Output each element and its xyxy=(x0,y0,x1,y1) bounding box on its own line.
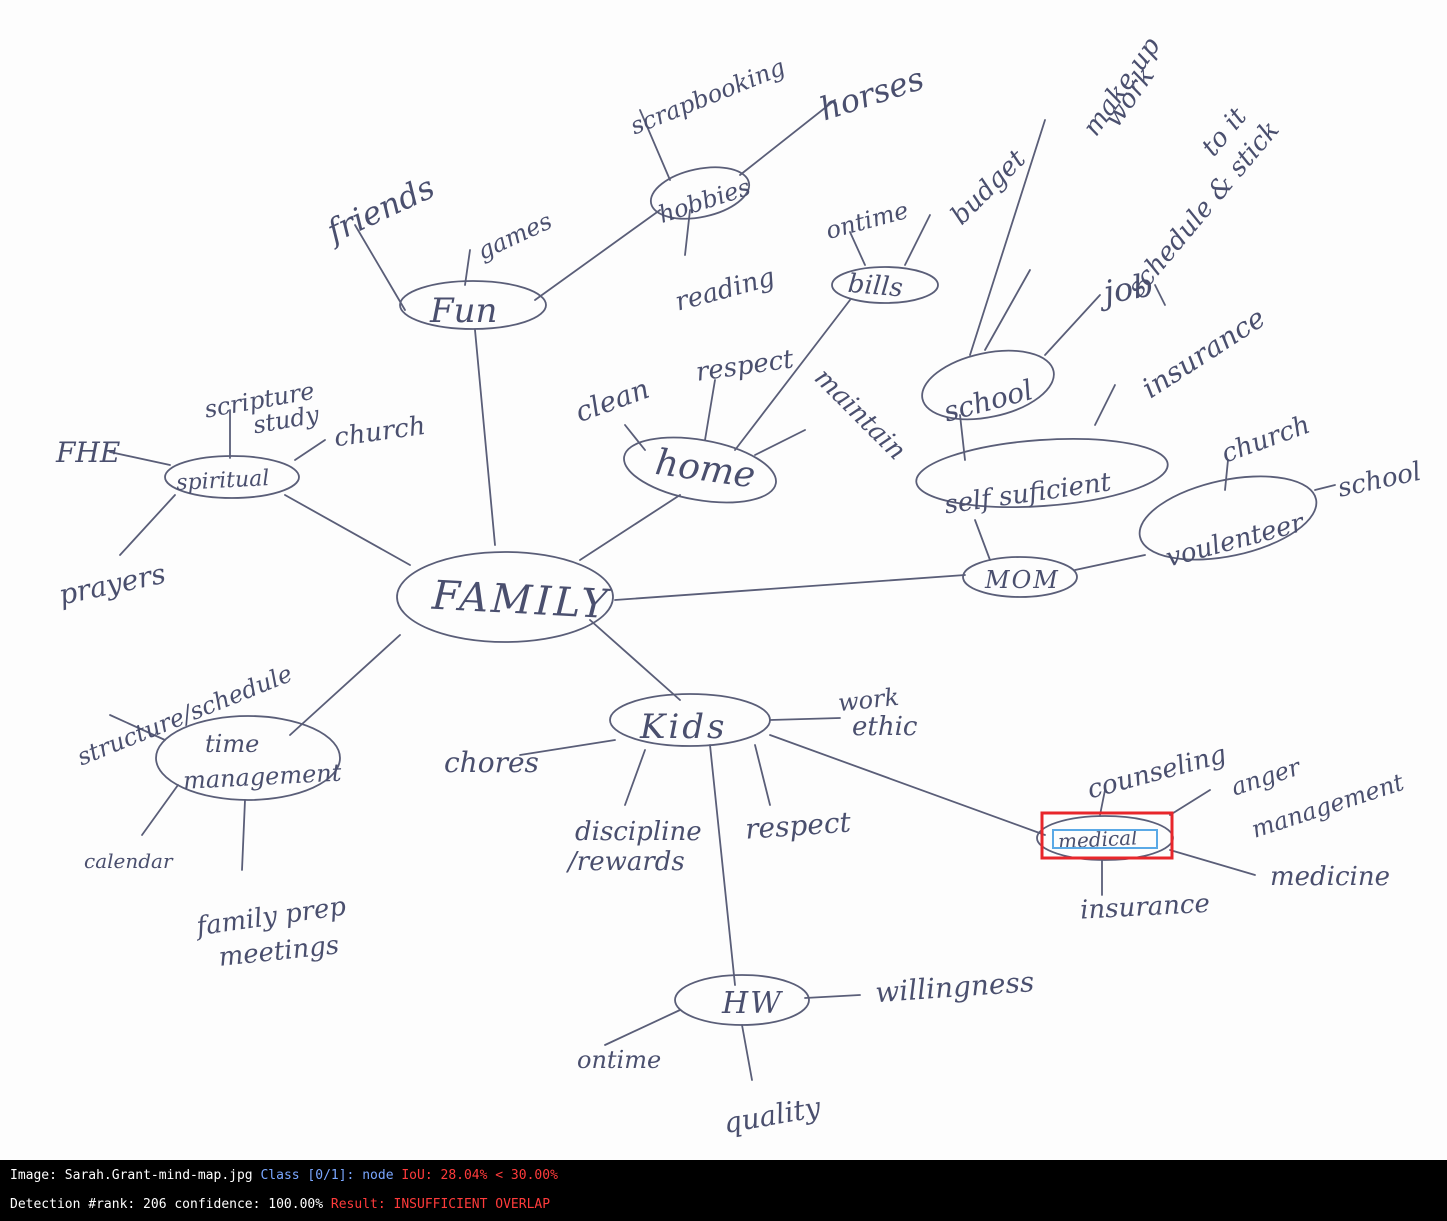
status-bar: Image: Sarah.Grant-mind-map.jpg Class [0… xyxy=(0,1160,1447,1221)
node-family-bubble xyxy=(396,551,614,643)
spiritual-item-fhe: FHE xyxy=(55,436,120,469)
bills-item-budget: budget xyxy=(945,144,1032,231)
node-family-label: FAMILY xyxy=(430,573,612,628)
kids-item-ethic: ethic xyxy=(852,712,918,742)
image-label: Image: xyxy=(10,1168,57,1183)
node-hobbies-bubble xyxy=(649,166,751,220)
self-sufficient-item-insurance: insurance xyxy=(1136,301,1271,405)
home-item-respect: respect xyxy=(694,344,796,387)
time-management-item-structure-schedule: structure/schedule xyxy=(73,659,296,771)
time-management-item-calendar: calendar xyxy=(84,849,174,873)
node-time-management-label-1: time xyxy=(205,730,259,758)
kids-item-work: work xyxy=(837,683,901,717)
class-label: Class [0/1]: xyxy=(260,1168,355,1183)
kids-item-rewards: /rewards xyxy=(565,847,685,877)
volunteer-item-school: school xyxy=(1335,457,1424,504)
node-kids-label: Kids xyxy=(639,707,728,747)
volunteer-item-church: church xyxy=(1218,410,1315,470)
node-self-sufficient-bubble xyxy=(915,438,1169,508)
status-line-detection: Detection #rank: 206 confidence: 100.00%… xyxy=(10,1197,550,1212)
prediction-box xyxy=(1052,829,1158,849)
medical-item-insurance: insurance xyxy=(1079,889,1210,926)
home-item-maintain: maintain xyxy=(808,363,911,466)
mind-map-drawing: FAMILY Fun friends games hobbies scrapbo… xyxy=(55,32,1424,1140)
spiritual-item-prayers: prayers xyxy=(56,557,169,612)
spiritual-item-church: church xyxy=(332,411,427,453)
node-volunteer-label: voulenteer xyxy=(1163,508,1309,574)
node-school-label: school xyxy=(940,373,1036,428)
kids-item-respect: respect xyxy=(744,805,853,845)
hw-item-willingness: willingness xyxy=(874,965,1035,1009)
mind-map-labels: FAMILY Fun friends games hobbies scrapbo… xyxy=(55,32,1424,1140)
result-text: Result: INSUFFICIENT OVERLAP xyxy=(330,1197,551,1212)
mind-map-canvas: FAMILY Fun friends games hobbies scrapbo… xyxy=(55,31,1424,1140)
node-mom-label: MOM xyxy=(984,566,1060,594)
hobbies-item-horses: horses xyxy=(815,59,928,128)
hobbies-item-scrapbooking: scrapbooking xyxy=(626,53,789,140)
rank-text: Detection #rank: 206 confidence: 100.00% xyxy=(10,1197,324,1212)
node-volunteer-bubble xyxy=(1138,475,1318,561)
mind-map-edges xyxy=(109,99,1336,1081)
hobbies-item-reading: reading xyxy=(672,262,778,317)
school-item-job: job xyxy=(1095,266,1156,313)
node-hw-bubble xyxy=(674,974,810,1026)
node-self-sufficient-label: self suficient xyxy=(943,467,1114,520)
hw-item-ontime: ontime xyxy=(577,1046,661,1074)
class-name: node xyxy=(362,1168,394,1183)
medical-item-counseling: counseling xyxy=(1084,739,1229,805)
medical-item-medicine: medicine xyxy=(1270,862,1390,892)
kids-item-chores: chores xyxy=(444,746,539,779)
home-item-clean: clean xyxy=(571,372,654,429)
bills-item-ontime: ontime xyxy=(823,196,912,245)
hw-item-quality: quality xyxy=(721,1090,824,1140)
node-hobbies-label: hobbies xyxy=(655,173,754,229)
node-mom-bubble xyxy=(962,556,1078,598)
node-time-management-label-2: management xyxy=(182,759,342,795)
node-fun-label: Fun xyxy=(429,291,497,331)
mind-map-nodes xyxy=(155,166,1318,1026)
node-school-bubble xyxy=(921,349,1055,421)
node-bills-bubble xyxy=(831,266,939,304)
status-line-image: Image: Sarah.Grant-mind-map.jpg Class [0… xyxy=(10,1168,558,1183)
node-home-bubble xyxy=(623,436,777,504)
node-bills-label: bills xyxy=(847,269,904,304)
node-spiritual-label: spiritual xyxy=(176,466,270,496)
node-spiritual-bubble xyxy=(164,455,300,499)
medical-item-anger: anger xyxy=(1228,752,1305,801)
fun-item-games: games xyxy=(473,207,556,266)
node-fun-bubble xyxy=(399,280,547,330)
kids-item-discipline: discipline xyxy=(575,817,702,847)
ground-truth-box xyxy=(1040,811,1174,860)
fun-item-friends: friends xyxy=(319,168,440,251)
iou-text: IoU: 28.04% < 30.00% xyxy=(401,1168,558,1183)
node-time-management-bubble xyxy=(155,715,341,801)
node-hw-label: HW xyxy=(721,986,783,1021)
node-kids-bubble xyxy=(609,693,771,747)
image-name: Sarah.Grant-mind-map.jpg xyxy=(64,1168,253,1183)
